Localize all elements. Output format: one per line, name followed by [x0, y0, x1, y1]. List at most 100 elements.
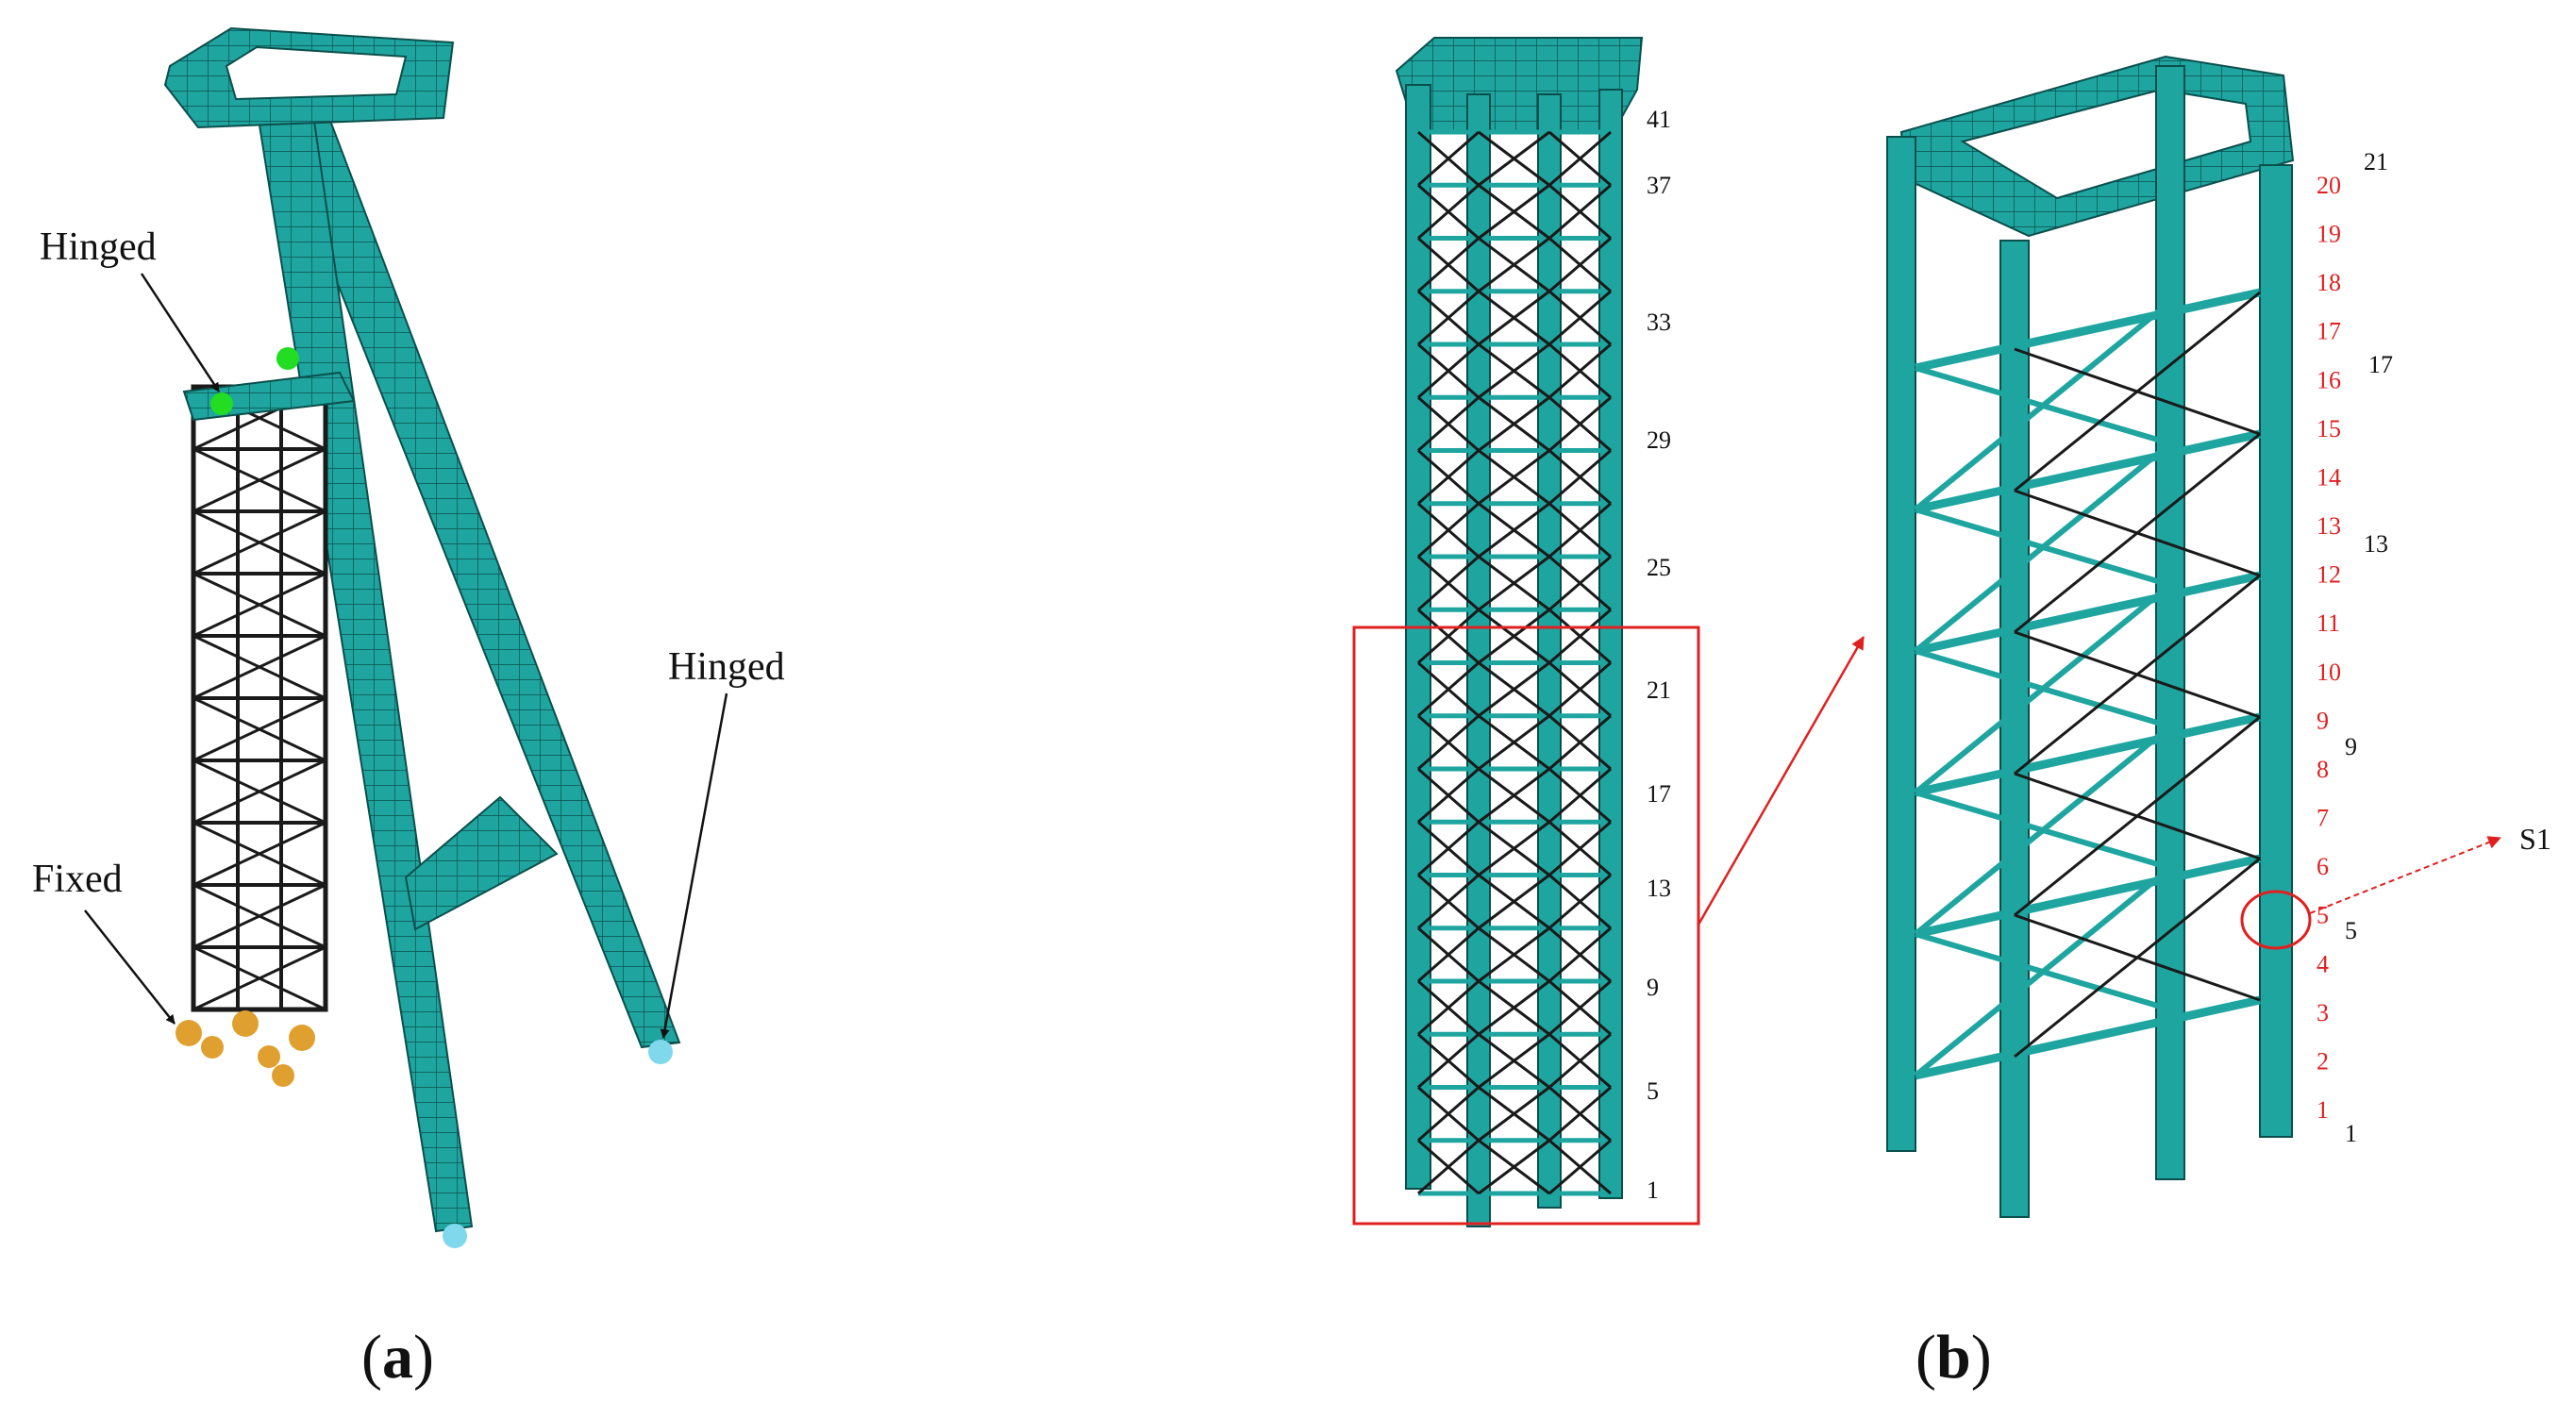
diagonal-brace [1478, 396, 1550, 452]
column [1886, 136, 1916, 1152]
tower-brace [192, 572, 326, 638]
label-fixed: Fixed [32, 858, 123, 901]
level-label: 13 [1647, 875, 1671, 902]
diagonal-brace [1548, 1033, 1612, 1089]
diagonal-brace [1478, 130, 1550, 187]
diagonal-brace [1417, 874, 1480, 929]
diagonal-brace [1914, 724, 2172, 937]
red-level-label: 18 [2317, 269, 2341, 296]
red-level-label: 8 [2317, 756, 2329, 783]
tower-brace [192, 447, 326, 513]
section-s1-label: S1 [2519, 822, 2551, 856]
diagonal-brace [1478, 979, 1550, 1036]
diagonal-brace [1548, 184, 1612, 240]
horizontal-girt [1915, 712, 2261, 797]
red-level-label: 20 [2317, 172, 2341, 199]
diagonal-brace [1478, 1086, 1550, 1142]
column [1999, 240, 2030, 1218]
diagonal-brace [1478, 502, 1550, 559]
red-level-label: 10 [2317, 659, 2341, 686]
diagonal-brace [1417, 342, 1480, 399]
support-marker [443, 1224, 467, 1248]
tower-brace [192, 696, 326, 762]
diagonal-brace [1478, 1033, 1550, 1089]
tower-brace [192, 945, 326, 1011]
diagonal-brace [1548, 237, 1612, 292]
black-level-label: 21 [2364, 148, 2388, 175]
diagonal-brace [1548, 767, 1612, 824]
red-level-label: 5 [2317, 902, 2329, 929]
diagonal-brace [1548, 1139, 1612, 1195]
fixed-supports [176, 1010, 315, 1087]
diagonal-brace [1548, 130, 1612, 187]
black-level-label: 13 [2364, 530, 2388, 558]
diagonal-brace [1548, 661, 1612, 717]
hinge-marker [276, 347, 299, 370]
level-label: 33 [1647, 309, 1671, 336]
diagonal-brace [1478, 1139, 1550, 1195]
red-level-label: 13 [2317, 512, 2341, 540]
tower-brace [192, 821, 326, 887]
diagonal-brace [1417, 661, 1480, 717]
tower-brace [192, 634, 326, 700]
panel-a-headframe-model: Hinged Hinged Fixed (a) [32, 26, 785, 1392]
label-hinged-right: Hinged [668, 645, 785, 689]
tower-bracing [1417, 129, 1612, 1196]
red-level-label: 15 [2317, 415, 2341, 442]
black-level-label: 5 [2345, 917, 2357, 944]
column [2155, 65, 2185, 1180]
diagonal-brace [1548, 979, 1612, 1036]
level-label: 29 [1647, 426, 1671, 454]
diagonal-brace [1417, 502, 1480, 559]
arrow [140, 273, 221, 392]
red-level-label: 2 [2317, 1047, 2329, 1075]
diagonal-brace [1914, 582, 2172, 795]
black-level-label: 9 [2345, 733, 2357, 760]
section-s1-circle [2240, 890, 2312, 950]
diagonal-brace [1548, 821, 1612, 876]
tower-brace [192, 509, 326, 576]
red-level-label: 12 [2317, 561, 2341, 589]
diagonal-brace [1478, 184, 1550, 240]
diagonal-brace [1548, 342, 1612, 399]
section-s1-arrow [2309, 836, 2501, 914]
tower-brace [192, 759, 326, 825]
diagonal-brace [1478, 449, 1550, 505]
diagonal-brace [1417, 767, 1480, 824]
black-level-label: 1 [2345, 1120, 2357, 1147]
red-level-label: 14 [2317, 463, 2341, 491]
diagonal-brace [2014, 574, 2261, 776]
level-label: 41 [1647, 106, 1671, 133]
black-level-label: 17 [2368, 351, 2393, 378]
diagonal-brace [1417, 449, 1480, 505]
zoom-region-box [1352, 626, 1700, 1226]
zoom-bracing [1914, 288, 2261, 1080]
diagonal-brace [1478, 555, 1550, 611]
diagonal-brace [1417, 396, 1480, 452]
tower-brace [192, 883, 326, 949]
column [2259, 164, 2293, 1138]
diagonal-brace [1417, 130, 1480, 187]
diagonal-brace [1548, 502, 1612, 559]
level-label: 17 [1647, 780, 1671, 808]
horizontal-girt [1915, 429, 2261, 514]
caption-b: (b) [1915, 1323, 1992, 1392]
diagonal-brace [1914, 865, 2172, 1078]
support-marker [648, 1040, 673, 1064]
diagonal-brace [1478, 290, 1550, 346]
red-level-label: 3 [2317, 999, 2329, 1026]
red-level-label: 19 [2317, 221, 2341, 248]
diagonal-brace [1548, 926, 1612, 983]
red-level-label: 11 [2317, 609, 2340, 637]
red-level-label: 9 [2317, 707, 2329, 734]
diagonal-brace [1417, 609, 1480, 664]
horizontal-girt [1915, 288, 2261, 373]
level-label: 5 [1647, 1077, 1659, 1105]
diagonal-brace [1417, 1139, 1480, 1195]
red-level-label: 6 [2317, 853, 2329, 880]
red-level-label: 16 [2317, 366, 2341, 393]
